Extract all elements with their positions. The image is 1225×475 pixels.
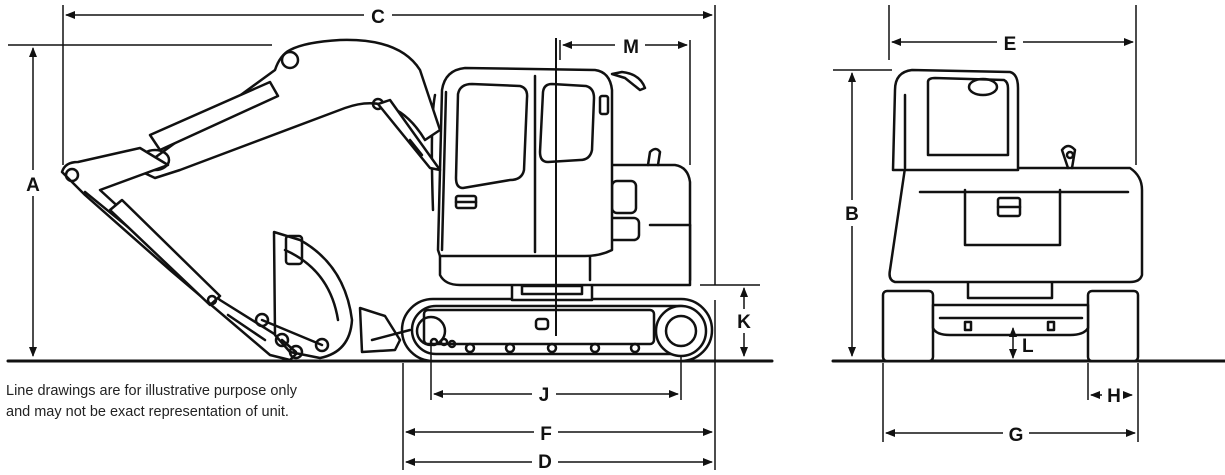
- dim-label-l: L: [1022, 336, 1034, 357]
- boom: [136, 38, 442, 180]
- disclaimer-line-2: and may not be exact representation of u…: [6, 404, 289, 420]
- dimension-labels: C A M K J F D E B L G H: [21, 4, 1121, 473]
- disclaimer-note: Line drawings are for illustrative purpo…: [6, 381, 386, 423]
- dim-label-d: D: [538, 452, 552, 470]
- front-body: [888, 68, 1144, 284]
- dozer-blade: [358, 306, 412, 354]
- front-view: [831, 68, 1225, 363]
- dim-label-f: F: [540, 424, 552, 445]
- dim-label-g: G: [1009, 425, 1024, 446]
- dim-label-j: J: [539, 385, 550, 406]
- bucket: [254, 230, 354, 360]
- front-tracks: [881, 276, 1140, 363]
- side-view: [6, 38, 774, 363]
- dim-label-b: B: [845, 204, 859, 225]
- dim-label-m: M: [623, 37, 639, 58]
- arm: [60, 146, 302, 362]
- dim-label-a: A: [26, 175, 40, 196]
- dim-label-e: E: [1004, 34, 1017, 55]
- cab: [430, 66, 647, 258]
- dim-label-h: H: [1107, 386, 1121, 407]
- disclaimer-line-1: Line drawings are for illustrative purpo…: [6, 383, 297, 399]
- dim-label-k: K: [737, 312, 751, 333]
- dim-label-c: C: [371, 7, 385, 28]
